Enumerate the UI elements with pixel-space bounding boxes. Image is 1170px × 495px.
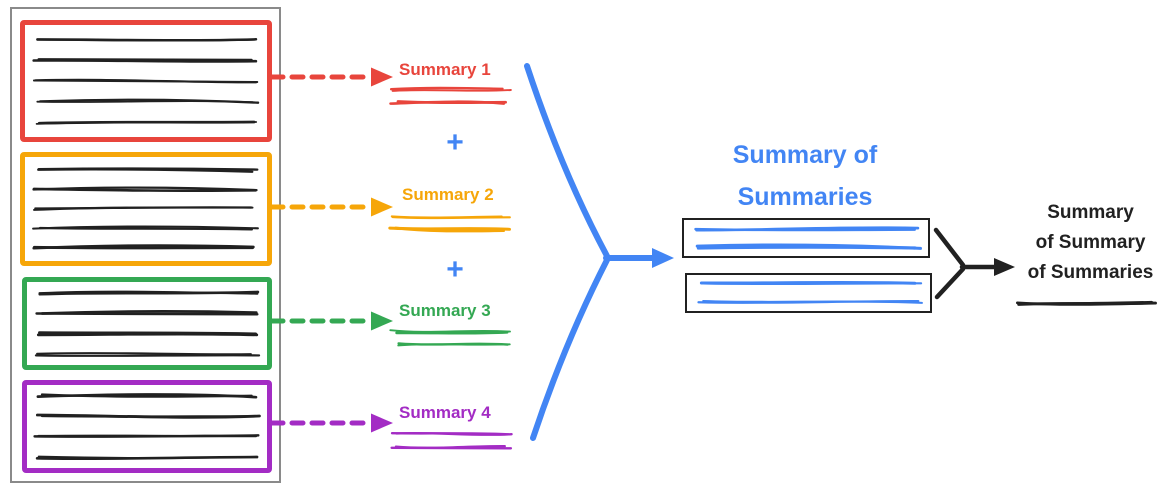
summary-text-scribble — [694, 226, 922, 250]
arrow-document-4-to-summary-4 — [269, 413, 393, 433]
summary-4-label: Summary 4 — [399, 403, 491, 422]
merge-arrow-summaries-to-summary-of-summaries — [524, 63, 674, 441]
summary-3-text-scribble — [389, 329, 511, 347]
final-label-line-3: of Summaries — [1027, 262, 1154, 283]
arrow-document-1-to-summary-1 — [269, 67, 393, 87]
arrow-document-2-to-summary-2 — [269, 197, 393, 217]
source-document-1 — [20, 20, 272, 142]
summary-2-text-scribble — [388, 215, 511, 233]
source-document-4 — [22, 380, 272, 473]
title-line-1: Summary of — [732, 141, 878, 169]
final-summary-text-scribble — [1015, 300, 1157, 306]
plus-icon-1: + — [446, 126, 464, 159]
summary-text-scribble — [697, 280, 923, 304]
summary-1-text-scribble — [389, 86, 512, 105]
summary-of-summaries-title: Summary of Summaries — [675, 134, 935, 218]
summary-1-label: Summary 1 — [399, 60, 491, 79]
summary-2-label: Summary 2 — [402, 185, 494, 204]
document-text-scribble — [33, 393, 261, 461]
final-label-line-1: Summary — [1047, 202, 1134, 223]
final-label-line-2: of Summary — [1035, 232, 1146, 253]
arrow-document-3-to-summary-3 — [269, 311, 393, 331]
merge-arrow-to-final-summary — [933, 227, 1015, 300]
summary-3-label: Summary 3 — [399, 301, 491, 320]
document-text-scribble — [34, 290, 261, 357]
plus-icon-2: + — [446, 253, 464, 286]
source-documents-container — [10, 7, 281, 483]
document-text-scribble — [32, 38, 260, 125]
summary-of-summaries-box-2 — [685, 273, 932, 313]
document-text-scribble — [32, 167, 259, 250]
summary-of-summaries-box-1 — [682, 218, 930, 258]
summary-4-text-scribble — [390, 431, 513, 450]
source-document-2 — [20, 152, 272, 266]
title-line-2: Summaries — [737, 183, 873, 211]
source-document-3 — [22, 277, 272, 370]
final-summary-label: Summary of Summary of Summaries — [1013, 198, 1168, 288]
